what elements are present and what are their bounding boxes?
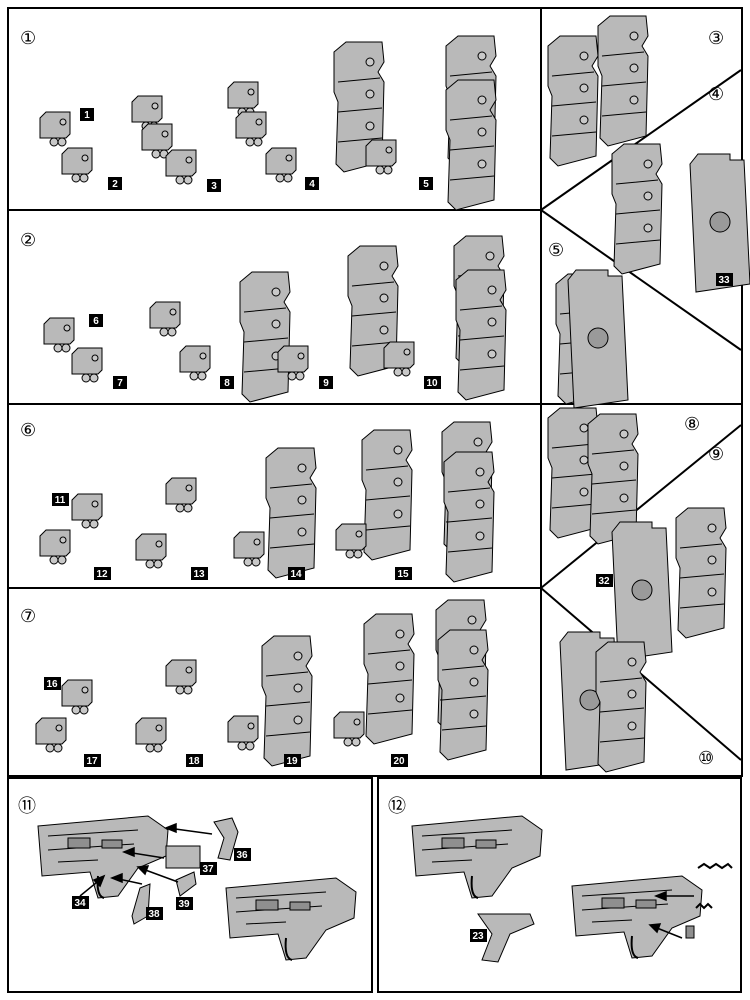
part-badge: 8 (220, 376, 234, 389)
panel-borders (7, 7, 743, 993)
step-5-illustration (555, 269, 629, 409)
svg-text:3: 3 (211, 181, 217, 192)
svg-text:33: 33 (718, 275, 730, 286)
svg-text:19: 19 (286, 756, 298, 767)
svg-text:6: 6 (93, 316, 99, 327)
svg-text:15: 15 (397, 569, 409, 580)
step-12-illustration (411, 815, 733, 963)
part-badge: 37 (200, 862, 217, 875)
svg-text:9: 9 (323, 378, 329, 389)
part-badge: 39 (176, 897, 193, 910)
part-badge: 2 (108, 177, 122, 190)
part-badge: 38 (146, 907, 163, 920)
step-6-illustration (39, 421, 495, 583)
step-4-number: ④ (708, 84, 724, 105)
step-5-number: ⑤ (548, 240, 564, 261)
part-badges: 1 2 3 4 5 6 7 8 9 10 11 12 13 14 15 16 1… (44, 108, 733, 942)
part-badge: 15 (395, 567, 412, 580)
svg-text:36: 36 (236, 850, 248, 861)
part-badge: 16 (44, 677, 61, 690)
svg-text:14: 14 (290, 569, 302, 580)
part-badge: 1 (80, 108, 94, 121)
svg-text:16: 16 (46, 679, 58, 690)
part-badge: 36 (234, 848, 251, 861)
part-badge: 19 (284, 754, 301, 767)
step-7-illustration (35, 599, 489, 767)
step-11-number: ⑪ (18, 796, 36, 817)
svg-text:37: 37 (202, 864, 214, 875)
part-badge: 12 (94, 567, 111, 580)
part-badge: 3 (207, 179, 221, 192)
part-badge: 13 (191, 567, 208, 580)
svg-text:1: 1 (84, 110, 90, 121)
step-4-illustration (611, 143, 750, 293)
step-10-number: ⑩ (698, 748, 714, 769)
step-12-number: ⑫ (388, 796, 406, 817)
svg-text:13: 13 (193, 569, 205, 580)
svg-text:2: 2 (112, 179, 118, 190)
svg-text:11: 11 (55, 495, 66, 506)
part-badge: 6 (89, 314, 103, 327)
part-badge: 23 (470, 929, 487, 942)
step-7-number: ⑦ (20, 606, 36, 627)
svg-text:23: 23 (472, 931, 484, 942)
part-badge: 14 (288, 567, 305, 580)
part-badge: 18 (186, 754, 203, 767)
svg-text:5: 5 (423, 179, 429, 190)
part-badge: 20 (391, 754, 408, 767)
svg-text:18: 18 (188, 756, 200, 767)
svg-text:7: 7 (117, 378, 123, 389)
step-3-number: ③ (708, 28, 724, 49)
svg-text:34: 34 (74, 898, 86, 909)
part-badge: 34 (72, 896, 89, 909)
svg-text:20: 20 (393, 756, 405, 767)
svg-text:4: 4 (309, 179, 315, 190)
step-9-illustration (611, 507, 727, 661)
part-badge: 33 (716, 273, 733, 286)
svg-text:32: 32 (598, 576, 610, 587)
svg-text:39: 39 (178, 899, 190, 910)
step-2-number: ② (20, 230, 36, 251)
part-badge: 17 (84, 754, 101, 767)
step-numbers: ① ② ③ ④ ⑤ ⑥ ⑦ ⑧ ⑨ ⑩ ⑪ ⑫ (18, 28, 724, 817)
part-badge: 5 (419, 177, 433, 190)
part-badge: 7 (113, 376, 127, 389)
svg-text:8: 8 (224, 378, 230, 389)
svg-text:17: 17 (86, 756, 98, 767)
svg-text:38: 38 (148, 909, 160, 920)
svg-text:10: 10 (426, 378, 438, 389)
step-8-number: ⑧ (684, 414, 700, 435)
part-badge: 11 (52, 493, 69, 506)
step-1-number: ① (20, 28, 36, 49)
step-6-number: ⑥ (20, 420, 36, 441)
part-badge: 4 (305, 177, 319, 190)
part-badge: 32 (596, 574, 613, 587)
part-badge: 10 (424, 376, 441, 389)
step-11-illustration (37, 815, 357, 961)
step-9-number: ⑨ (708, 444, 724, 465)
part-badge: 9 (319, 376, 333, 389)
step-10-illustration (559, 631, 647, 773)
svg-text:12: 12 (96, 569, 108, 580)
